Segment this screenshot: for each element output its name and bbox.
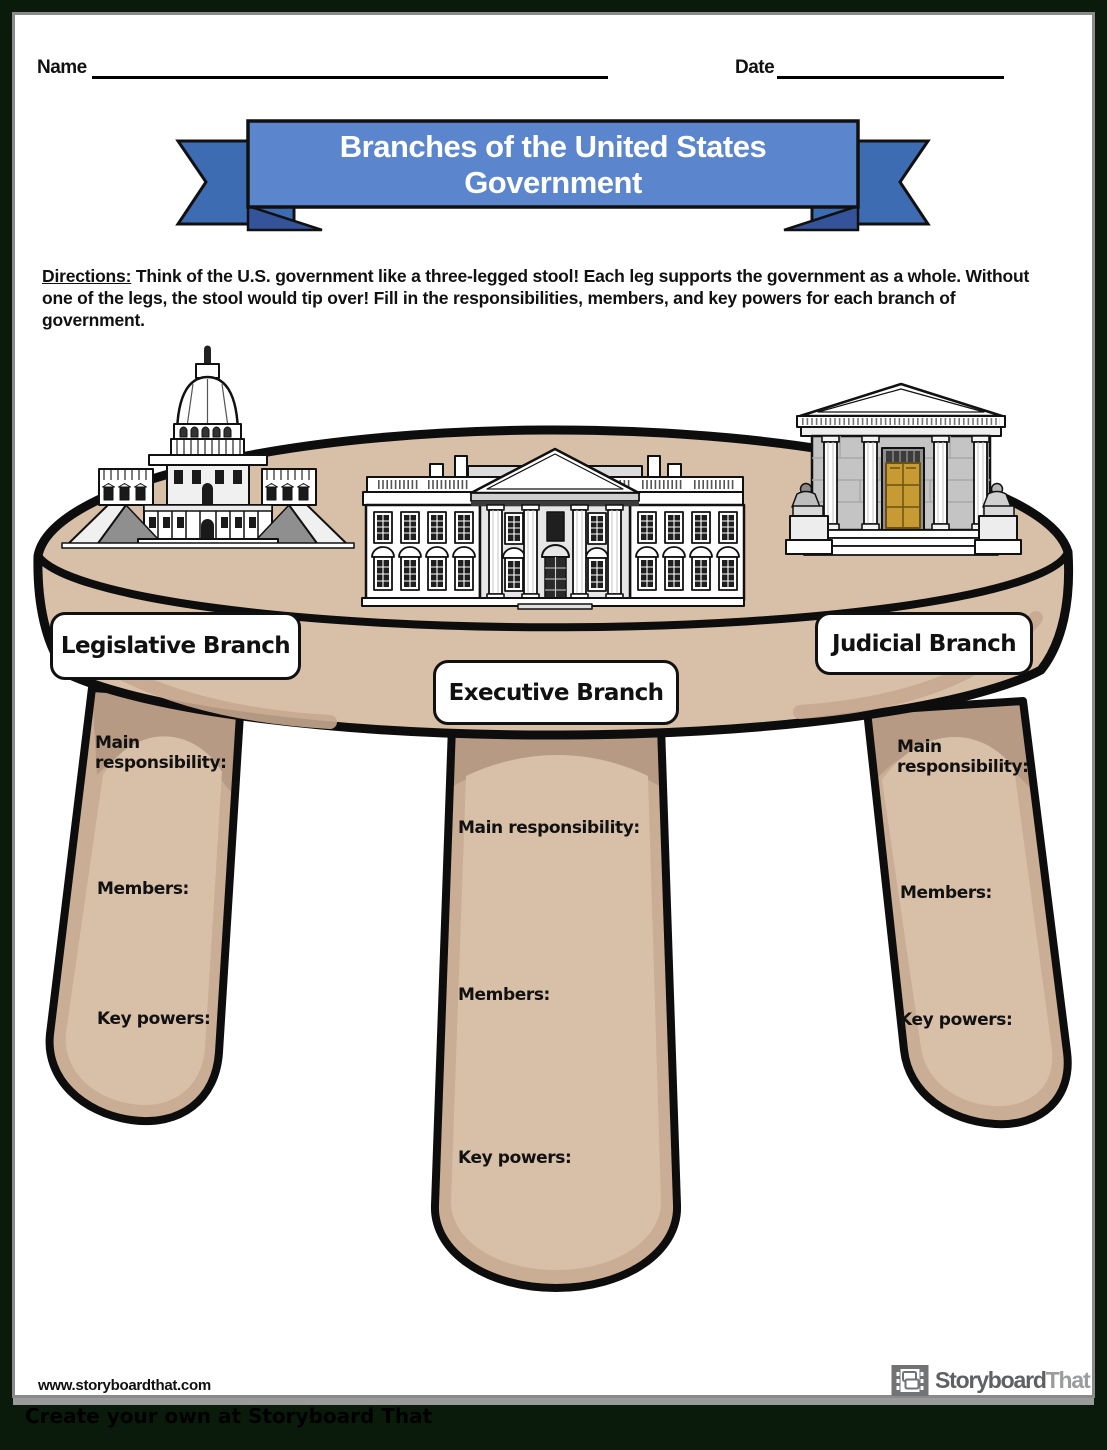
storyboardthat-logo-icon: [891, 1365, 929, 1396]
white-house-illustration: [361, 447, 746, 610]
executive-main-responsibility-label: Main responsibility:: [458, 818, 640, 838]
name-field-line[interactable]: [92, 59, 608, 79]
ribbon-banner-graphic: [175, 119, 931, 232]
ribbon-left-fold: [246, 204, 323, 232]
date-field-line[interactable]: [777, 59, 1004, 79]
ribbon-right-fold: [783, 204, 860, 232]
worksheet-title-line2: Government: [464, 164, 642, 200]
worksheet-page: Name Date Branches of the United States …: [12, 12, 1095, 1398]
directions-label: Directions:: [42, 266, 132, 286]
ribbon-banner-rect: [246, 119, 860, 209]
bottom-bar-caption: Create your own at Storyboard That: [25, 1404, 433, 1428]
label-judicial-branch: Judicial Branch: [815, 612, 1033, 675]
judicial-members-label: Members:: [900, 883, 992, 903]
name-field-label: Name: [37, 57, 87, 78]
judicial-branch-text: Judicial Branch: [832, 630, 1017, 657]
executive-key-powers-label: Key powers:: [458, 1148, 572, 1168]
leg-legislative: [45, 684, 245, 1126]
legislative-members-label: Members:: [97, 879, 189, 899]
logo-text-that: That: [1045, 1367, 1091, 1393]
date-field-label: Date: [735, 57, 775, 78]
label-legislative-branch: Legislative Branch: [50, 612, 301, 680]
directions-text: Directions: Think of the U.S. government…: [42, 266, 1034, 332]
label-executive-branch: Executive Branch: [433, 660, 679, 725]
leg-judicial: [863, 697, 1072, 1129]
storyboardthat-logo-text: StoryboardThat: [935, 1367, 1091, 1394]
capitol-building-illustration: [61, 345, 355, 549]
legislative-main-responsibility-label: Main responsibility:: [95, 733, 227, 774]
legislative-branch-text: Legislative Branch: [60, 633, 291, 659]
leg-executive: [430, 722, 682, 1292]
worksheet-title: Branches of the United States Government: [248, 122, 858, 207]
judicial-key-powers-label: Key powers:: [899, 1010, 1013, 1030]
directions-body: Think of the U.S. government like a thre…: [42, 266, 1030, 330]
worksheet-title-line1: Branches of the United States: [339, 129, 767, 165]
storyboardthat-logo[interactable]: StoryboardThat: [891, 1364, 1091, 1397]
legislative-key-powers-label: Key powers:: [97, 1009, 211, 1029]
executive-branch-text: Executive Branch: [448, 679, 664, 706]
website-url[interactable]: www.storyboardthat.com: [38, 1377, 211, 1394]
judicial-main-responsibility-label: Main responsibility:: [897, 737, 1029, 778]
supreme-court-illustration: [785, 382, 1022, 556]
logo-text-storyboard: Storyboard: [935, 1367, 1047, 1393]
executive-members-label: Members:: [458, 985, 550, 1005]
